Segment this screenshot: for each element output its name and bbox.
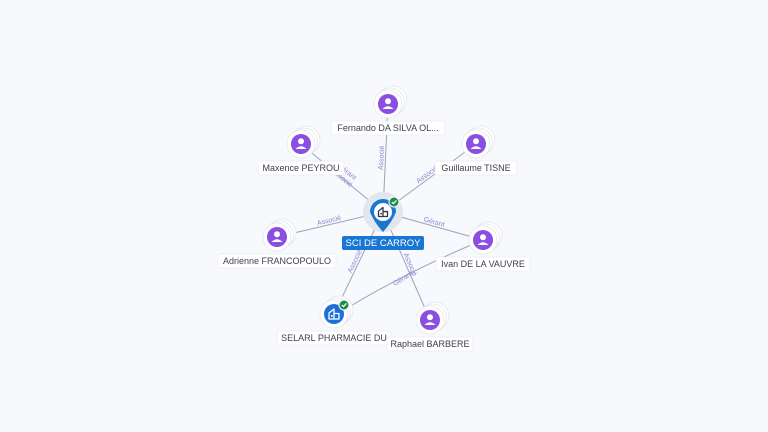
person-head [473, 138, 479, 145]
node-label-bg [434, 160, 518, 176]
person-head [480, 234, 486, 241]
node-maxence[interactable]: Maxence PEYROU [257, 125, 345, 176]
check-mark [341, 302, 347, 308]
person-head [298, 138, 304, 145]
node-label-bg [386, 336, 474, 352]
person-head [274, 231, 280, 238]
edge-label: Gérant [392, 270, 414, 287]
building-window [380, 212, 382, 215]
person-body [271, 239, 283, 242]
node-label-bg [330, 120, 446, 136]
building-window [331, 315, 333, 317]
node-name: Fernando DA SILVA OL... [337, 123, 438, 133]
verified-icon [338, 299, 350, 311]
person-body [295, 146, 307, 149]
node-adrienne[interactable]: Adrienne FRANCOPOULO [217, 218, 337, 269]
node-ivan[interactable]: Ivan DE LA VAUVRE [435, 221, 531, 272]
verified-icon [388, 196, 400, 208]
person-head [427, 314, 433, 321]
person-head [385, 98, 391, 105]
edge-label: Associé [378, 145, 386, 170]
person-body [424, 322, 436, 325]
node-guillaume[interactable]: Guillaume TISNE [434, 125, 518, 176]
node-name: Raphael BARBERE [390, 339, 469, 349]
edge-line [343, 239, 484, 311]
center-node[interactable]: SCI DE CARROY [342, 192, 424, 250]
node-name: Adrienne FRANCOPOULO [223, 256, 331, 266]
node-name: SELARL PHARMACIE DU [281, 333, 387, 343]
node-selarl[interactable]: SELARL PHARMACIE DU [276, 295, 392, 346]
node-label-bg [257, 160, 345, 176]
node-label-bg [435, 256, 531, 272]
center-name: SCI DE CARROY [346, 238, 422, 249]
node-fernando[interactable]: Fernando DA SILVA OL... [330, 85, 446, 136]
center-label-bg [342, 236, 424, 250]
check-mark [391, 199, 397, 205]
building-icon [328, 308, 340, 320]
node-label-bg [217, 253, 337, 269]
node-name: Ivan DE LA VAUVRE [441, 259, 525, 269]
edge-label: Gérant [423, 216, 446, 229]
nodes: Fernando DA SILVA OL... Maxence PEYROU Gui… [217, 85, 531, 352]
person-body [470, 146, 482, 149]
node-name: Maxence PEYROU [262, 163, 339, 173]
person-body [382, 106, 394, 109]
node-name: Guillaume TISNE [441, 163, 510, 173]
edge-label: Associé [316, 215, 342, 227]
person-body [477, 242, 489, 245]
node-raphael[interactable]: Raphael BARBERE [386, 301, 474, 352]
building-icon [377, 206, 389, 218]
